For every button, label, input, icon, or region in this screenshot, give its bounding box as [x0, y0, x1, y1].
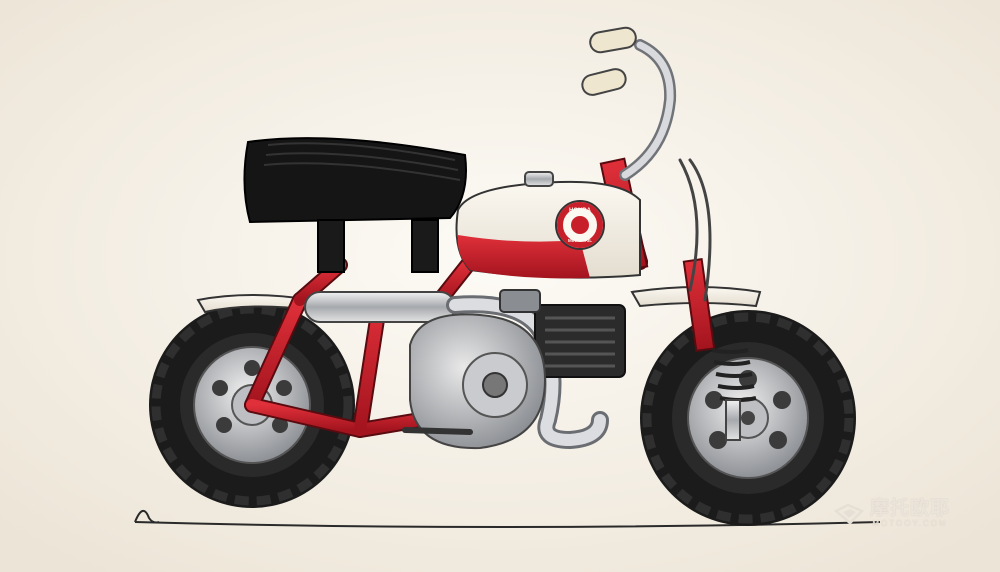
ground-line [134, 521, 881, 528]
wing-emblem-icon [571, 216, 589, 234]
handlebars [619, 39, 712, 302]
seat [243, 137, 467, 273]
fuel-cap [524, 171, 554, 187]
artist-signature [134, 510, 160, 524]
seat-post-left [317, 219, 345, 273]
badge-brand: HONDA [569, 208, 592, 214]
fuel-tank: HONDA MINI TRAIL [455, 171, 641, 279]
left-grip [589, 26, 637, 54]
watermark: 摩托欧耶 MOTOOY.COM [833, 497, 950, 528]
engine [409, 289, 626, 450]
watermark-logo-icon [833, 503, 864, 525]
badge-model: MINI TRAIL [568, 238, 592, 243]
footpeg [402, 427, 473, 435]
front-wheel [640, 310, 856, 526]
seat-post-right [411, 219, 439, 273]
right-grip [581, 68, 627, 96]
watermark-domain: MOTOOY.COM [872, 519, 948, 528]
watermark-chinese: 摩托欧耶 [869, 497, 950, 519]
